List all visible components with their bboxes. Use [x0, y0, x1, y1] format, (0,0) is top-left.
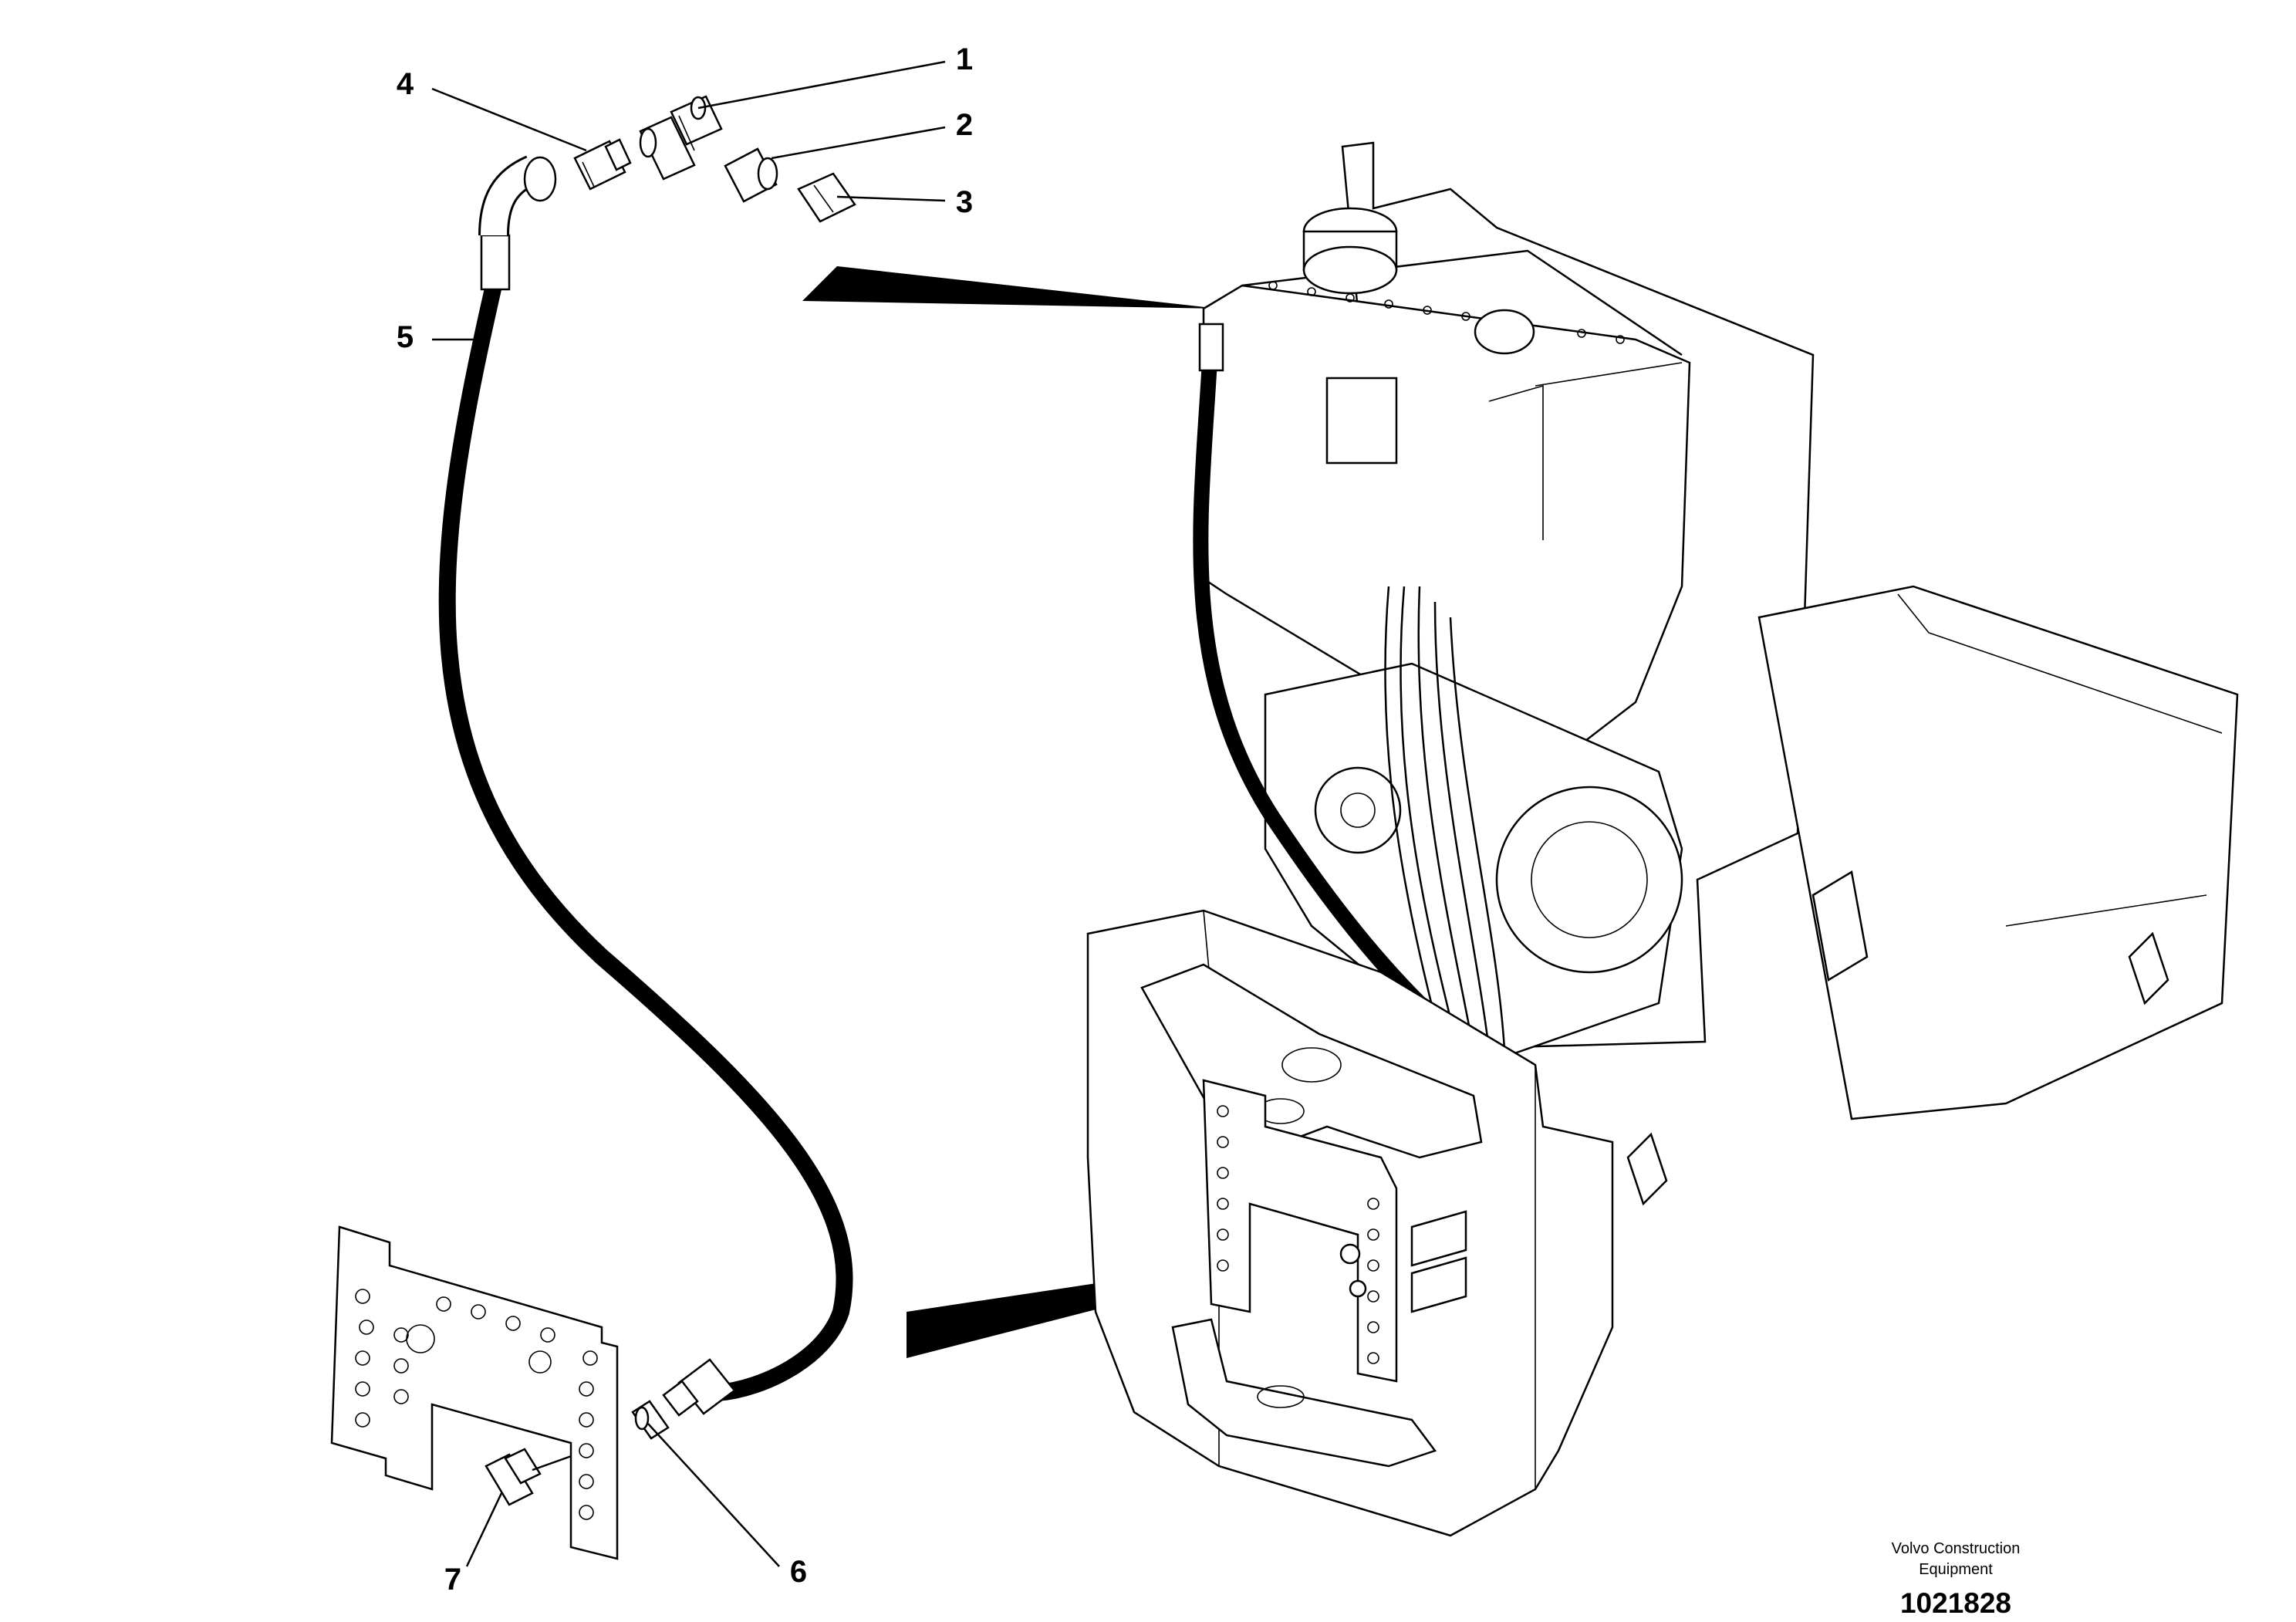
callout-2: 2 [956, 108, 973, 142]
nut-part-6 [631, 1400, 670, 1440]
callout-6: 6 [790, 1555, 807, 1589]
callout-7: 7 [444, 1563, 461, 1597]
callout-5: 5 [397, 320, 414, 354]
machine-assembly [1086, 141, 2239, 1537]
callout-leaders [431, 60, 946, 1567]
cap-part-3 [797, 172, 856, 223]
adapter-part-4 [573, 138, 632, 191]
callout-1: 1 [956, 42, 973, 76]
callout-4: 4 [397, 67, 414, 101]
reducer-part-2 [724, 147, 778, 203]
brand-line-1: Volvo Construction [1892, 1540, 2021, 1557]
mounting-plate [330, 1225, 619, 1560]
tee-fitting-part-1 [639, 95, 723, 181]
hose-part-5 [438, 155, 853, 1417]
drawing-number: 1021828 [1900, 1587, 2011, 1619]
brand-line-2: Equipment [1919, 1561, 1993, 1578]
callout-3: 3 [956, 185, 973, 219]
